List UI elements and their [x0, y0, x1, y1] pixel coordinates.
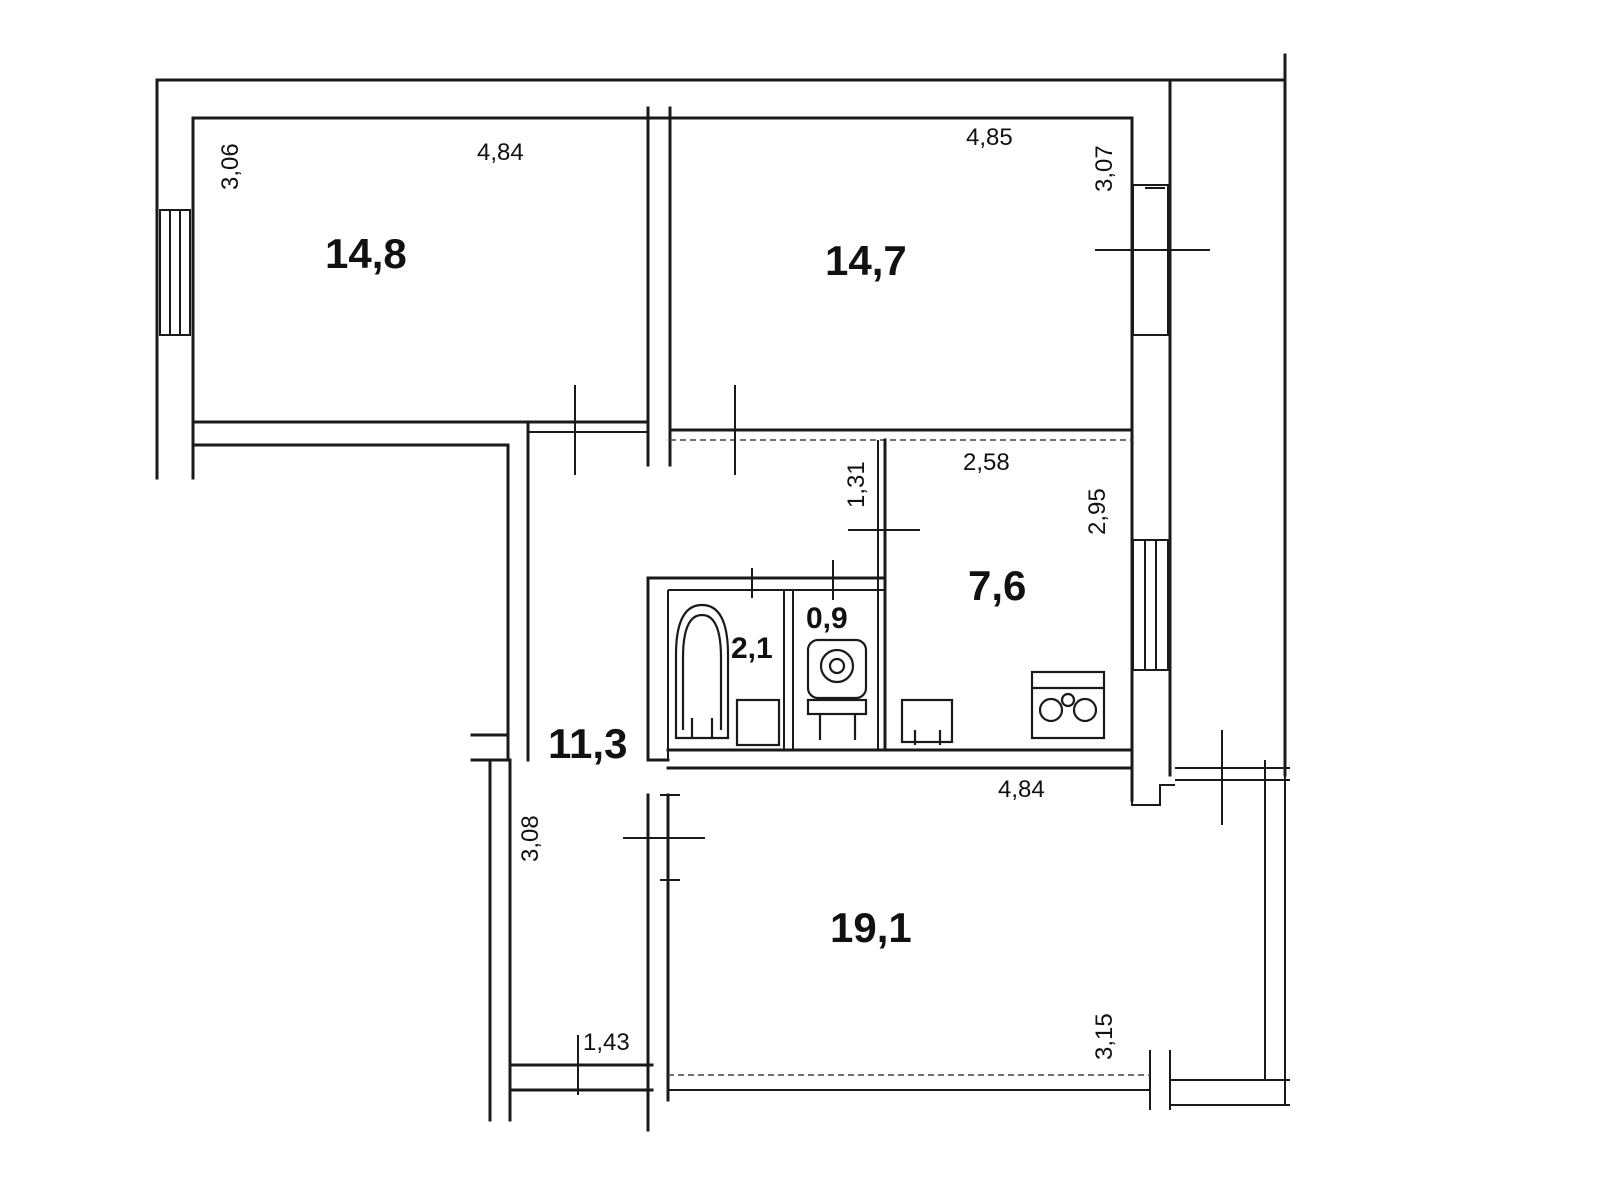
dimension-bedroom-right-width: 4,85 — [966, 124, 1013, 151]
dimension-bedroom-left-height: 3,06 — [217, 143, 244, 190]
room-area-living-room: 19,1 — [830, 904, 912, 951]
interior-walls — [526, 106, 1175, 1132]
dimension-kitchen-width: 2,58 — [963, 449, 1010, 476]
dimension-hallway-height: 3,08 — [517, 815, 544, 862]
bathtub-icon — [674, 603, 730, 740]
room-area-kitchen: 7,6 — [968, 562, 1026, 609]
kitchen-table-icon — [900, 698, 954, 745]
dimension-living-room-width: 4,84 — [998, 776, 1045, 803]
dimension-bedroom-left-width: 4,84 — [477, 139, 524, 166]
dimension-living-room-height: 3,15 — [1091, 1013, 1118, 1060]
outer-walls — [155, 53, 1290, 1122]
room-area-toilet: 0,9 — [806, 602, 848, 635]
sink-icon — [735, 698, 781, 747]
dimension-toilet-depth: 1,31 — [843, 461, 870, 508]
door-ticks — [574, 187, 1223, 1095]
toilet-icon — [806, 638, 868, 740]
room-area-hallway: 11,3 — [548, 720, 627, 767]
windows — [159, 184, 1169, 671]
dimension-bedroom-right-height: 3,07 — [1091, 145, 1118, 192]
dimension-kitchen-height: 2,95 — [1084, 488, 1111, 535]
room-area-bathroom: 2,1 — [731, 632, 773, 665]
room-area-bedroom-left: 14,8 — [325, 230, 407, 277]
room-area-bedroom-right: 14,7 — [825, 237, 907, 284]
dimension-balcony-width: 1,43 — [583, 1029, 630, 1056]
stove-icon — [1030, 670, 1106, 740]
